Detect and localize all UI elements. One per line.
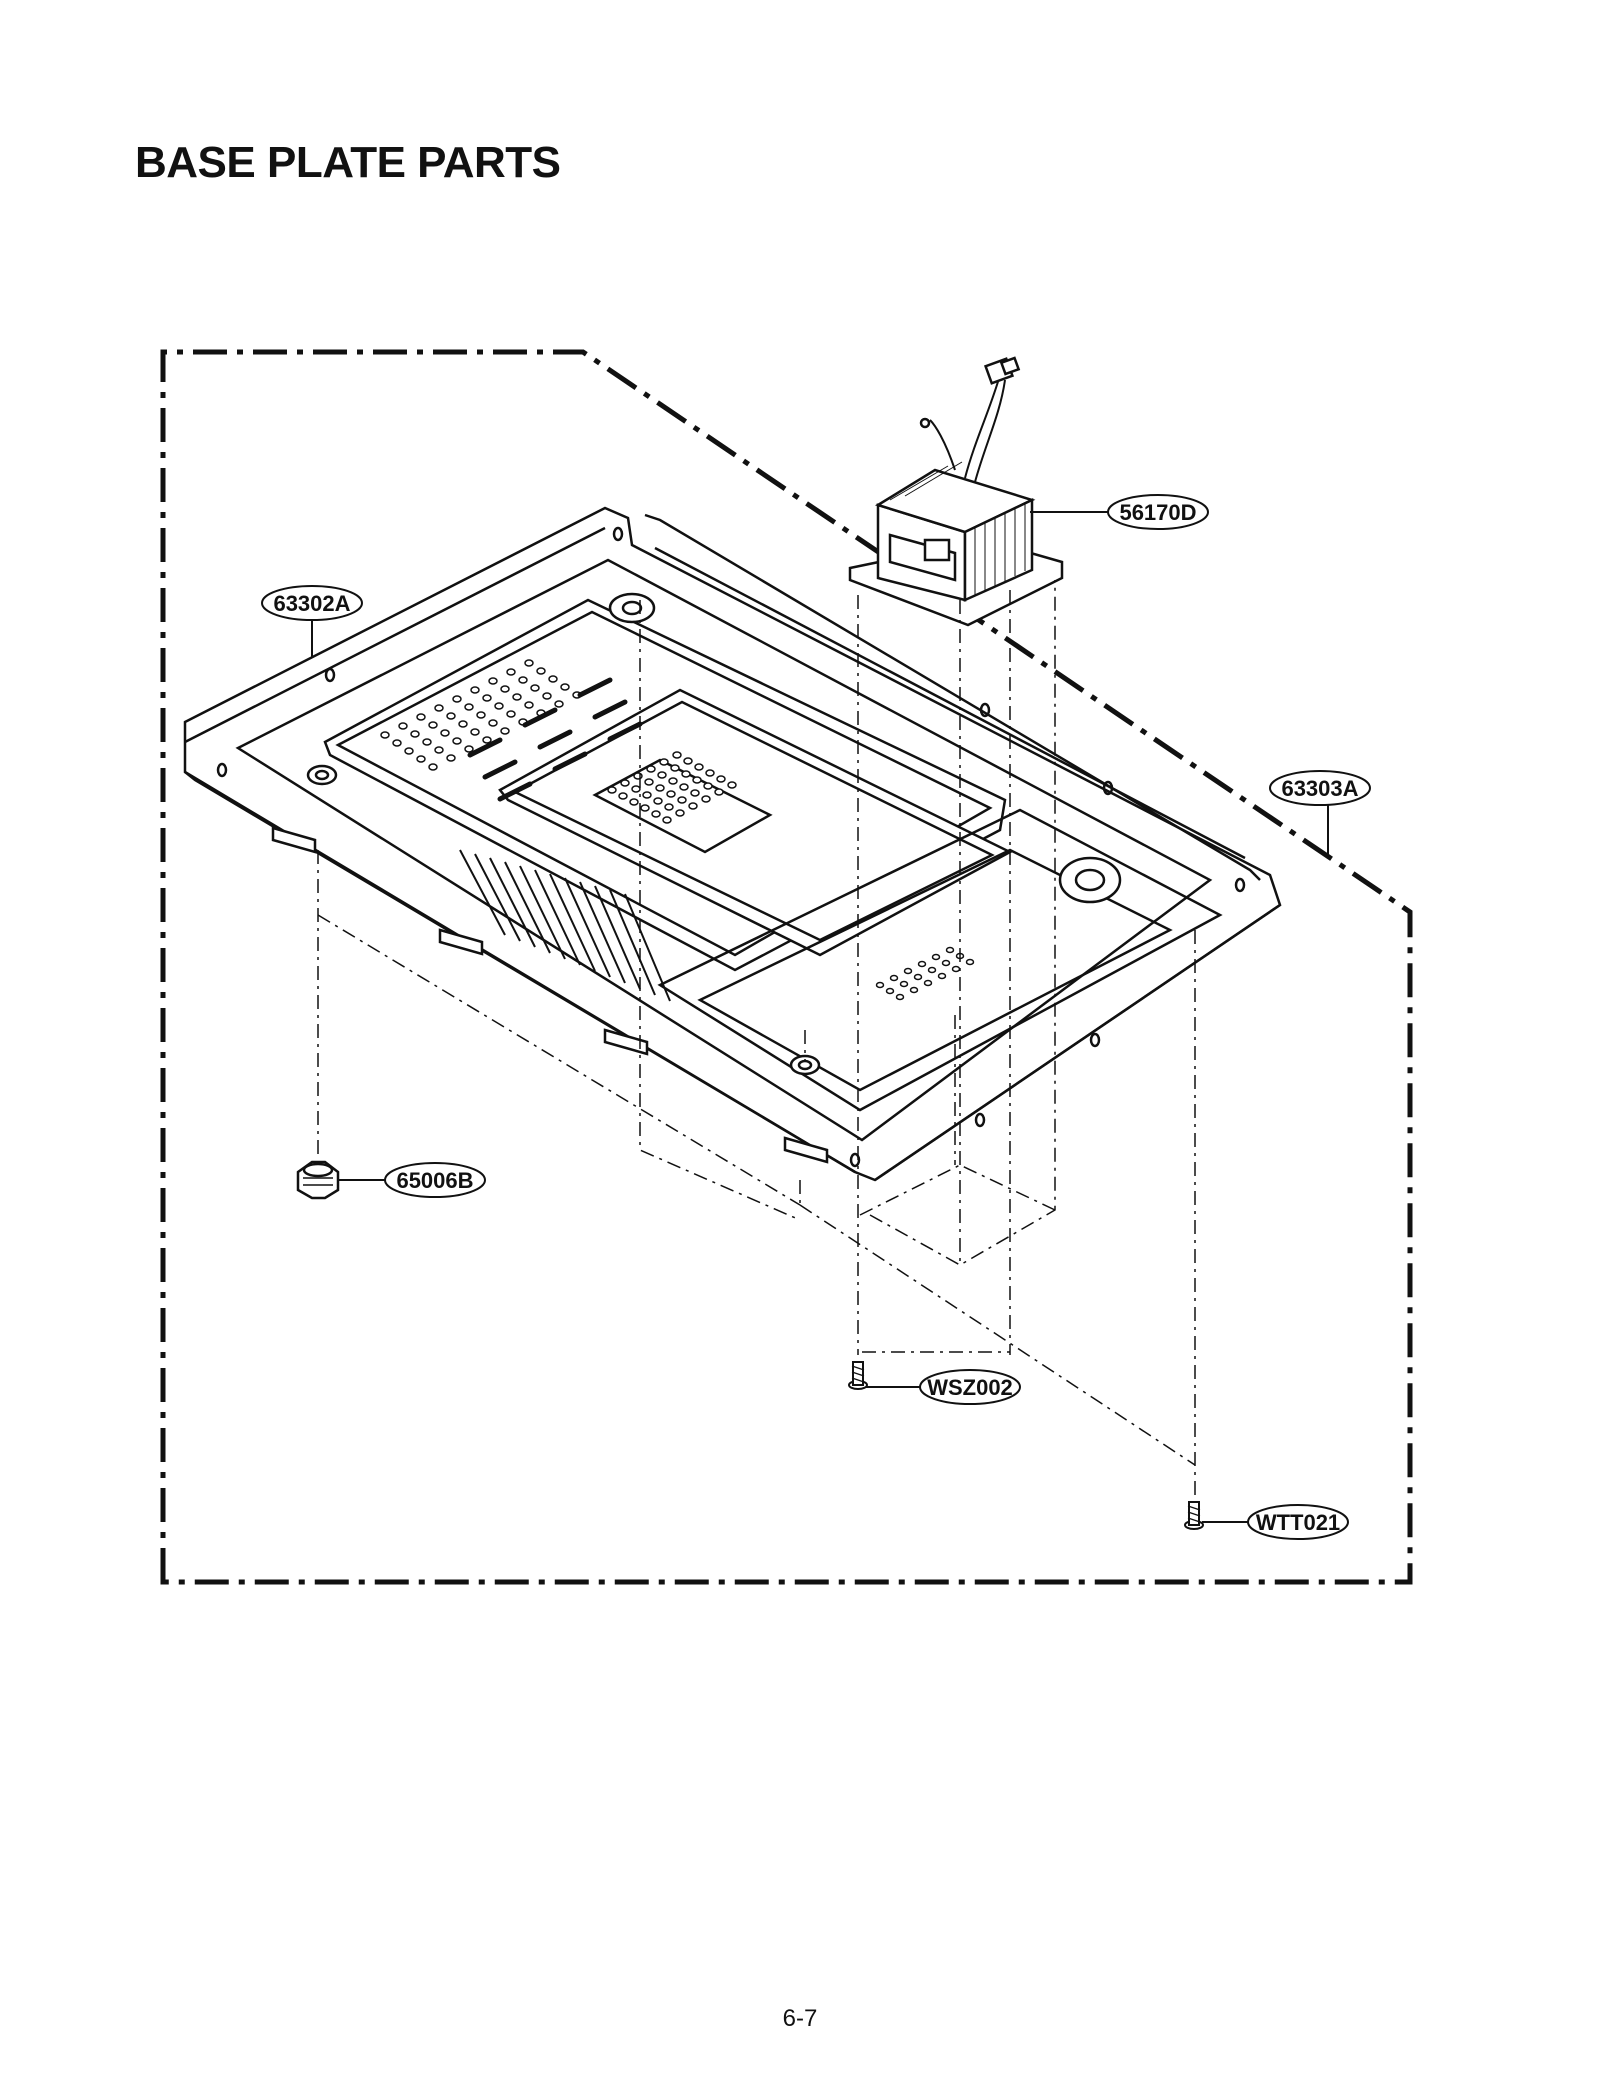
vent-holes [380, 659, 975, 1001]
callout-wtt021: WTT021 [1247, 1504, 1349, 1540]
rubber-foot [296, 1160, 340, 1200]
transformer [848, 356, 1064, 627]
callout-wsz002: WSZ002 [919, 1369, 1021, 1405]
page-number: 6-7 [782, 2005, 818, 2032]
vent-slots [459, 677, 671, 1002]
screw-wtt021 [1184, 1501, 1204, 1530]
base-plate [183, 506, 1282, 1182]
callout-63302a: 63302A [261, 585, 363, 621]
callout-leaders [311, 511, 1329, 1523]
svg-text:65006B: 65006B [396, 1168, 473, 1193]
svg-text:56170D: 56170D [1119, 500, 1196, 525]
callout-56170d: 56170D [1107, 494, 1209, 530]
assembly-boundary [160, 349, 1413, 1585]
callout-63303a: 63303A [1269, 770, 1371, 806]
svg-text:WSZ002: WSZ002 [927, 1375, 1013, 1400]
page-title: BASE PLATE PARTS [135, 138, 561, 187]
svg-text:63303A: 63303A [1281, 776, 1358, 801]
callout-65006b: 65006B [384, 1162, 486, 1198]
assembly-guide-lines [317, 580, 1196, 1495]
svg-text:63302A: 63302A [273, 591, 350, 616]
screw-wsz002 [848, 1361, 868, 1390]
svg-text:WTT021: WTT021 [1256, 1510, 1340, 1535]
